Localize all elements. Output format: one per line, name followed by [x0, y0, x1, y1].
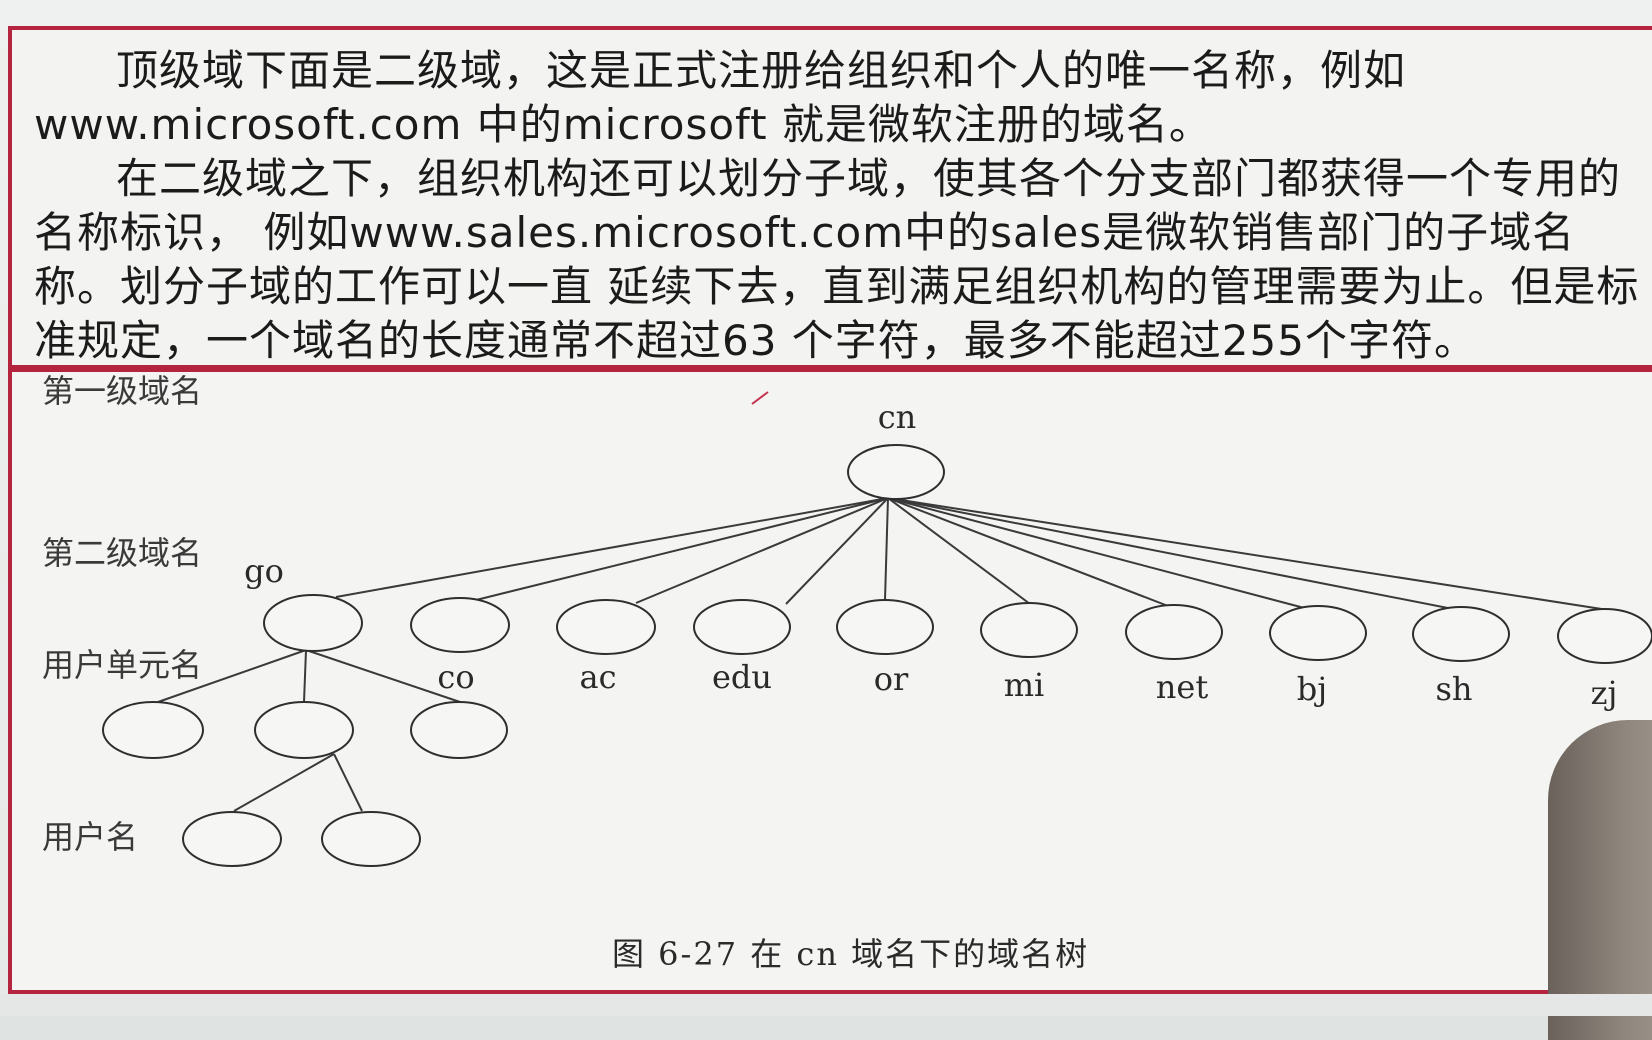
tree-edges — [157, 497, 1609, 812]
edge-cn-sh — [887, 497, 1459, 611]
edge-cn-edu — [785, 497, 889, 605]
node-net — [1125, 604, 1223, 660]
edge-cn-bj — [887, 497, 1313, 611]
node-mi — [980, 602, 1078, 658]
tree-nodes — [102, 444, 1652, 867]
node-unit2 — [254, 701, 354, 759]
label-net: net — [1156, 668, 1209, 706]
label-mi: mi — [1004, 666, 1045, 704]
node-co — [410, 597, 510, 653]
node-cn — [847, 444, 945, 500]
pen-cursor-icon — [751, 391, 769, 405]
edge-cn-or — [884, 497, 889, 601]
level3-label: 用户单元名 — [42, 646, 202, 684]
edge-unit2-user2 — [333, 753, 363, 812]
label-or: or — [874, 660, 909, 698]
label-co: co — [437, 658, 474, 696]
edge-go-unit3 — [305, 649, 461, 703]
node-user1 — [182, 811, 282, 867]
presenter-silhouette — [1548, 720, 1652, 1040]
text-panel: 顶级域下面是二级域，这是正式注册给组织和个人的唯一名称，例如www.micros… — [8, 26, 1652, 369]
edge-cn-mi — [887, 497, 1031, 605]
label-go: go — [244, 552, 284, 590]
level2-label: 第二级域名 — [42, 534, 202, 572]
node-go — [263, 594, 363, 652]
node-unit3 — [410, 701, 508, 759]
level4-label: 用户名 — [42, 818, 138, 856]
node-user2 — [321, 811, 421, 867]
edge-go-unit1 — [157, 649, 307, 703]
edge-cn-co — [475, 497, 889, 601]
edge-cn-go — [335, 497, 889, 598]
edge-cn-net — [887, 497, 1169, 607]
label-ac: ac — [580, 658, 617, 696]
label-sh: sh — [1435, 670, 1472, 708]
domain-tree-diagram: 第一级域名 第二级域名 用户单元名 用户名 — [42, 372, 1652, 973]
edge-go-unit2 — [303, 649, 307, 703]
paragraph-subdomain: 在二级域之下，组织机构还可以划分子域，使其各个分支部门都获得一个专用的名称标识，… — [34, 154, 1640, 365]
label-bj: bj — [1297, 670, 1327, 708]
node-ac — [556, 599, 656, 655]
level1-label: 第一级域名 — [42, 372, 202, 410]
label-zj: zj — [1591, 674, 1618, 712]
node-or — [836, 599, 934, 655]
edge-unit2-user1 — [233, 753, 335, 812]
node-sh — [1412, 606, 1510, 662]
edge-cn-ac — [635, 497, 889, 604]
label-edu: edu — [712, 658, 772, 696]
node-edu — [693, 599, 791, 655]
node-unit1 — [102, 701, 204, 759]
node-bj — [1269, 605, 1367, 661]
paragraph-second-level-domain: 顶级域下面是二级域，这是正式注册给组织和个人的唯一名称，例如www.micros… — [34, 46, 1407, 149]
label-cn: cn — [878, 398, 917, 436]
diagram-panel — [8, 368, 1652, 994]
node-zj — [1557, 608, 1652, 664]
bottom-strip — [0, 994, 1652, 1016]
figure-caption: 图 6-27 在 cn 域名下的域名树 — [612, 935, 1089, 973]
edge-cn-zj — [887, 497, 1609, 611]
